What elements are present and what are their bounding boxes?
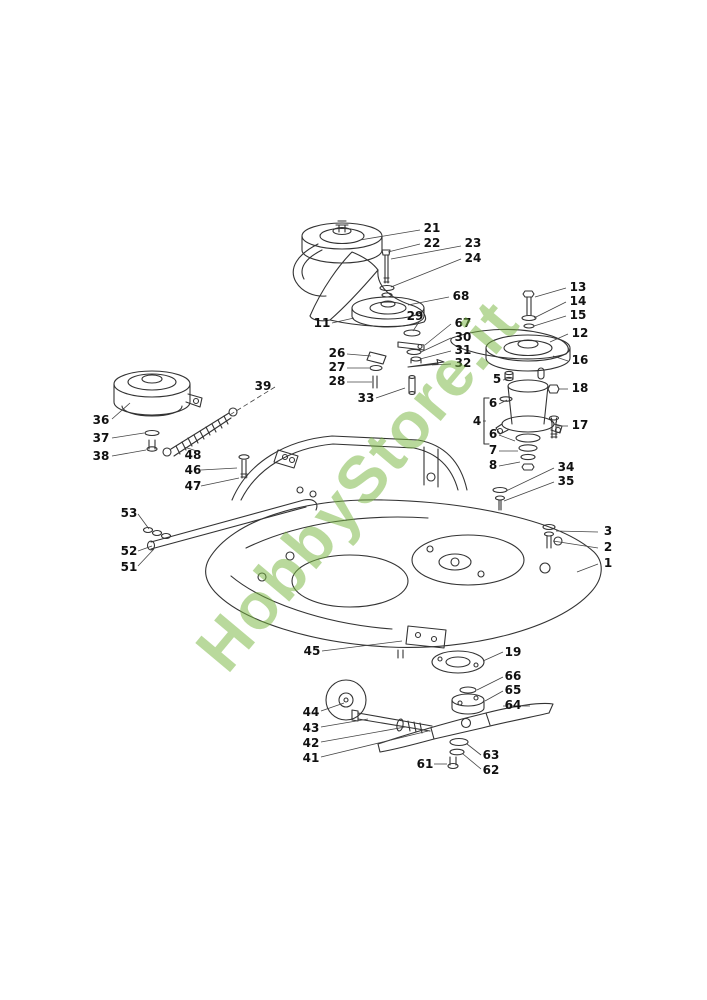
part-label-61: 61 [417, 757, 434, 771]
part-label-64: 64 [505, 698, 522, 712]
idler-pulley-assembly [292, 220, 395, 298]
part-label-62: 62 [483, 763, 500, 777]
part-label-42: 42 [303, 736, 320, 750]
leader-lines [111, 229, 599, 770]
part-label-2: 2 [604, 540, 612, 554]
part-label-45: 45 [304, 644, 321, 658]
part-label-41: 41 [303, 751, 320, 765]
part-label-52: 52 [121, 544, 138, 558]
part-label-7: 7 [489, 443, 497, 457]
part-label-27: 27 [329, 360, 346, 374]
spindle-bolt-group [521, 290, 537, 329]
part-label-12: 12 [572, 326, 589, 340]
part-label-8: 8 [489, 458, 497, 472]
part-labels: 21 22 23 24 68 13 14 15 11 29 67 30 31 3… [93, 221, 613, 777]
friction-ring [431, 650, 485, 674]
part-label-23: 23 [465, 236, 482, 250]
part-label-26: 26 [329, 346, 346, 360]
part-label-47: 47 [185, 479, 202, 493]
part-label-4: 4 [473, 414, 481, 428]
blade-bolt-long [325, 679, 433, 734]
belt-pulley [351, 296, 425, 328]
electromagnetic-clutch [113, 370, 203, 452]
part-label-31: 31 [455, 343, 472, 357]
height-lever-rod [142, 499, 318, 551]
deck-bolt-right [542, 523, 556, 549]
spindle-assembly [483, 367, 563, 471]
part-label-67: 67 [455, 316, 472, 330]
part-label-15: 15 [570, 308, 587, 322]
part-label-48: 48 [185, 448, 202, 462]
part-label-3: 3 [604, 524, 612, 538]
part-label-17: 17 [572, 418, 589, 432]
cutting-deck [205, 499, 602, 659]
part-label-68: 68 [453, 289, 470, 303]
blade-hub [451, 686, 485, 715]
deck-washer-screw [492, 486, 508, 511]
spindle-pulley [485, 334, 571, 372]
part-label-32: 32 [455, 356, 472, 370]
part-label-44: 44 [303, 705, 320, 719]
part-label-37: 37 [93, 431, 110, 445]
part-label-36: 36 [93, 413, 110, 427]
part-label-29: 29 [407, 309, 424, 323]
blade [377, 702, 554, 753]
part-label-1: 1 [604, 556, 612, 570]
part-label-19: 19 [505, 645, 522, 659]
part-label-22: 22 [424, 236, 441, 250]
part-label-5: 5 [493, 372, 501, 386]
part-label-34: 34 [558, 460, 575, 474]
part-label-43: 43 [303, 721, 320, 735]
part-label-13: 13 [570, 280, 587, 294]
part-label-65: 65 [505, 683, 522, 697]
part-label-38: 38 [93, 449, 110, 463]
part-label-51: 51 [121, 560, 138, 574]
part-label-53: 53 [121, 506, 138, 520]
part-label-11: 11 [314, 316, 331, 330]
part-label-18: 18 [572, 381, 589, 395]
part-label-21: 21 [424, 221, 441, 235]
deck-bracket [231, 435, 468, 501]
part-label-14: 14 [570, 294, 587, 308]
part-label-46: 46 [185, 463, 202, 477]
part-label-35: 35 [558, 474, 575, 488]
part-label-39: 39 [255, 379, 272, 393]
part-label-30: 30 [455, 330, 472, 344]
part-label-6-lower: 6 [489, 427, 497, 441]
part-label-6-upper: 6 [489, 396, 497, 410]
idler-hardware [366, 329, 445, 395]
part-label-24: 24 [465, 251, 482, 265]
bracket-bolt [238, 454, 250, 479]
blade-bolt-group [447, 737, 469, 770]
part-label-66: 66 [505, 669, 522, 683]
part-label-16: 16 [572, 353, 589, 367]
part-label-33: 33 [358, 391, 375, 405]
part-label-63: 63 [483, 748, 500, 762]
tension-spring [162, 407, 238, 457]
part-label-28: 28 [329, 374, 346, 388]
